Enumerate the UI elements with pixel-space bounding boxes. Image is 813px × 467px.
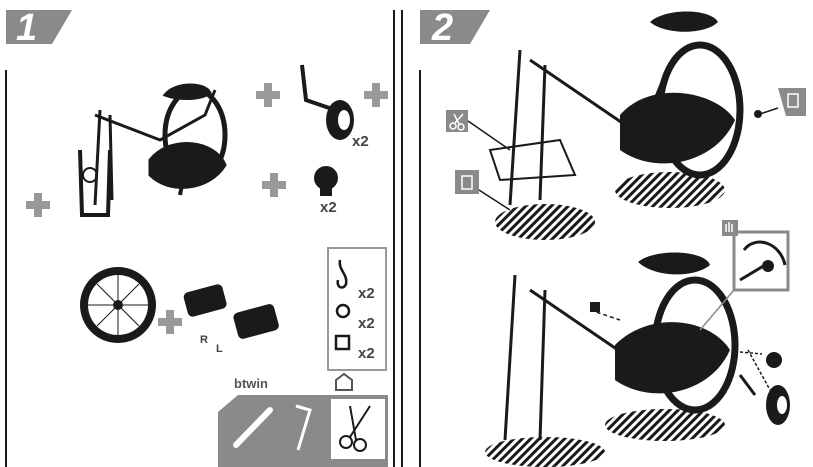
washer-icon bbox=[337, 305, 349, 317]
pedal-right-label: R bbox=[200, 334, 208, 346]
hardware-qty-3: x2 bbox=[358, 345, 375, 362]
nut-icon bbox=[336, 336, 349, 349]
bike-top-image bbox=[490, 12, 740, 241]
hardware-qty-2: x2 bbox=[358, 315, 375, 332]
plus-icon bbox=[256, 83, 280, 107]
plus-icon bbox=[158, 310, 182, 334]
plus-icon bbox=[364, 83, 388, 107]
step-2-badge: 2 bbox=[420, 7, 490, 49]
plus-icon bbox=[26, 193, 50, 217]
knob-qty: x2 bbox=[320, 199, 337, 216]
training-wheel-image bbox=[302, 65, 354, 140]
knob-image bbox=[314, 166, 338, 196]
brand-logo: btwin bbox=[234, 376, 268, 391]
tools-panel bbox=[218, 395, 388, 467]
hook-icon bbox=[338, 260, 347, 287]
home-icon bbox=[336, 374, 352, 390]
step-1-badge: 1 bbox=[6, 7, 72, 49]
step-2-panel: 2 bbox=[420, 7, 806, 467]
front-wheel-image bbox=[80, 267, 156, 343]
hardware-box: x2 x2 x2 bbox=[328, 248, 386, 370]
pedal-left-label: L bbox=[216, 343, 223, 355]
pedals-image bbox=[183, 283, 280, 340]
hardware-qty-1: x2 bbox=[358, 285, 375, 302]
discard-callout-left bbox=[455, 170, 510, 210]
plus-icon bbox=[262, 173, 286, 197]
discard-callout-right bbox=[754, 88, 806, 118]
bike-frame-image bbox=[80, 85, 225, 215]
step-2-number: 2 bbox=[431, 7, 453, 49]
step-1-panel: 1 x2 bbox=[6, 7, 402, 467]
detail-inset bbox=[700, 220, 788, 330]
cut-callout bbox=[446, 110, 510, 150]
training-wheel-qty: x2 bbox=[352, 133, 369, 150]
step-1-number: 1 bbox=[16, 7, 37, 49]
